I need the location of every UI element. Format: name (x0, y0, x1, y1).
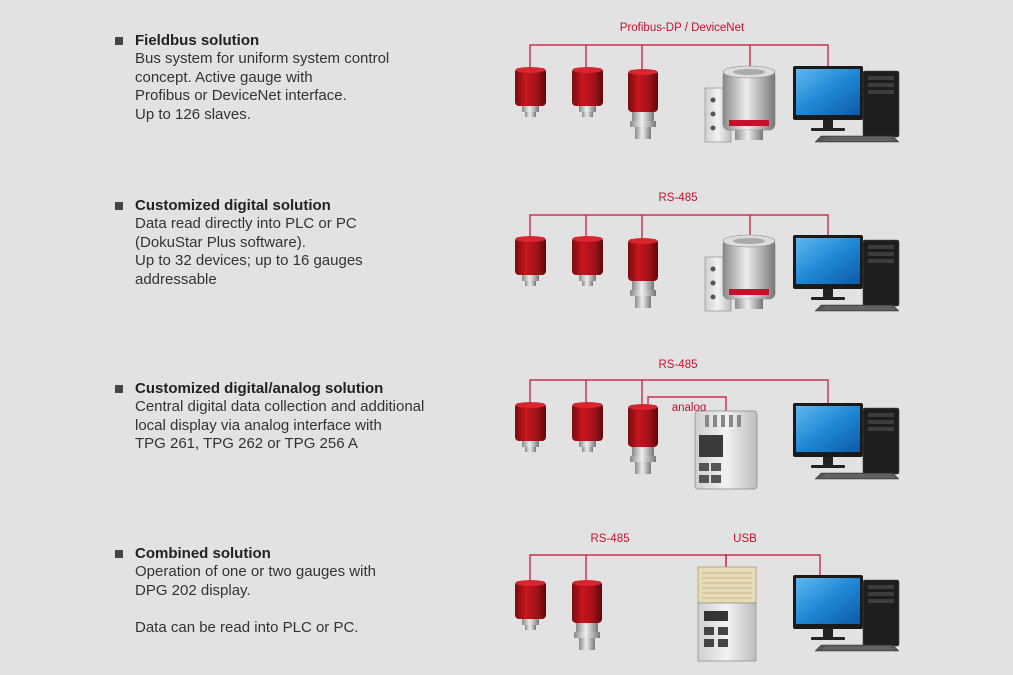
bus-label: Profibus-DP / DeviceNet (620, 22, 745, 34)
controller-unit-icon (694, 410, 758, 490)
section-fieldbus: Fieldbus solution Bus system for uniform… (0, 0, 1013, 165)
computer-icon (792, 402, 900, 480)
computer-icon (792, 234, 900, 312)
bus-label: RS-485 (659, 359, 698, 371)
gauge-icon (628, 238, 658, 308)
section-description: Central digital data collection and addi… (135, 398, 425, 452)
bus-lines (529, 214, 829, 240)
usb-label: USB (733, 533, 757, 545)
bus-lines (529, 44, 829, 70)
section-title: Combined solution (135, 545, 271, 562)
turbo-pump-icon (704, 65, 776, 143)
gauge-icon (628, 404, 658, 474)
gauge-icon (515, 67, 546, 117)
fieldbus-diagram: Profibus-DP / DeviceNet (515, 22, 900, 143)
text-block: Customized digital solution Data read di… (115, 197, 475, 289)
combined-diagram: RS-485 USB (515, 533, 900, 662)
text-block: Customized digital/analog solution Centr… (115, 380, 475, 454)
text-block: Fieldbus solution Bus system for uniform… (115, 32, 475, 124)
rs485-label: RS-485 (591, 533, 630, 545)
gauge-icon (515, 580, 546, 630)
bus-label: RS-485 (659, 192, 698, 204)
gauge-icon (572, 402, 603, 452)
gauge-icon (572, 580, 602, 650)
digital-analog-diagram: RS-485 analog (515, 359, 900, 490)
section-description: Bus system for uniform system control co… (135, 50, 390, 123)
gauge-icon (572, 67, 603, 117)
gauge-icon (515, 402, 546, 452)
section-title: Fieldbus solution (135, 32, 260, 49)
text-block: Combined solution Operation of one or tw… (115, 545, 475, 637)
rs485-diagram: RS-485 (515, 192, 900, 312)
bus-lines (529, 554, 821, 581)
bullet-icon (115, 550, 123, 558)
turbo-pump-icon (704, 234, 776, 312)
gauge-icon (572, 236, 603, 286)
section-description: Operation of one or two gauges with DPG … (135, 563, 376, 636)
bullet-icon (115, 37, 123, 45)
gauge-icon (628, 69, 658, 139)
section-combined: Combined solution Operation of one or tw… (0, 505, 1013, 675)
computer-icon (792, 574, 900, 652)
section-title: Customized digital solution (135, 197, 331, 214)
gauge-icon (515, 236, 546, 286)
computer-icon (792, 65, 900, 143)
section-digital-analog: Customized digital/analog solution Centr… (0, 335, 1013, 505)
section-description: Data read directly into PLC or PC (DokuS… (135, 215, 363, 288)
section-title: Customized digital/analog solution (135, 380, 384, 397)
bullet-icon (115, 202, 123, 210)
dpg-display-icon (697, 566, 757, 662)
bullet-icon (115, 385, 123, 393)
bus-lines (529, 379, 829, 411)
section-customized-digital: Customized digital solution Data read di… (0, 165, 1013, 335)
